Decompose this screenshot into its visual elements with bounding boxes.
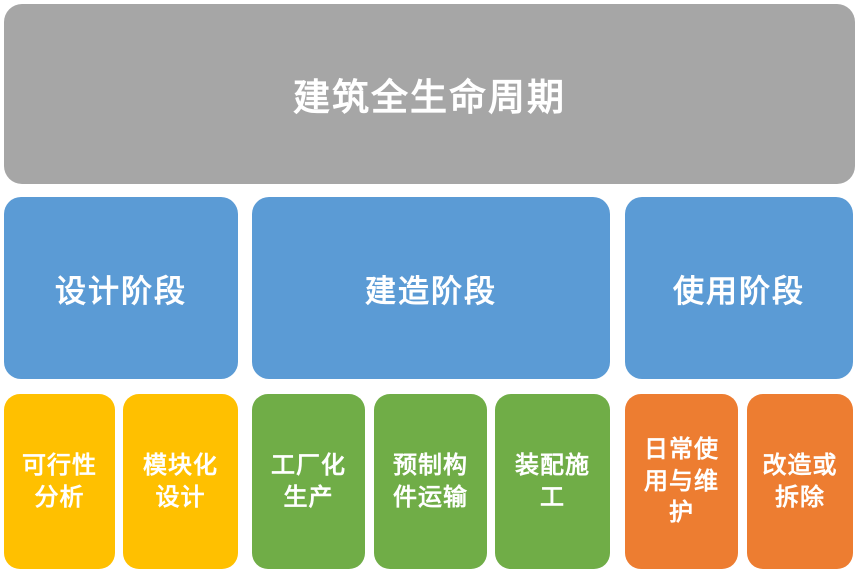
sub-label-renovation-demolition: 改造或拆除: [762, 451, 838, 511]
title-box: 建筑全生命周期: [4, 4, 855, 184]
sub-box-modular-design: 模块化设计: [123, 394, 238, 569]
diagram-title: 建筑全生命周期: [293, 77, 566, 118]
phase-label-design: 设计阶段: [55, 273, 187, 309]
sub-label-prefab-transport: 预制构件运输: [392, 451, 468, 511]
sub-box-feasibility-analysis: 可行性分析: [4, 394, 115, 569]
phase-box-construction: 建造阶段: [252, 197, 610, 379]
sub-box-factory-production: 工厂化生产: [252, 394, 365, 569]
phase-box-design: 设计阶段: [4, 197, 238, 379]
sub-label-factory-production: 工厂化生产: [270, 451, 346, 511]
phase-label-construction: 建造阶段: [365, 273, 497, 309]
sub-label-feasibility-analysis: 可行性分析: [21, 451, 97, 511]
phase-label-use: 使用阶段: [673, 273, 805, 309]
sub-box-renovation-demolition: 改造或拆除: [747, 394, 853, 569]
sub-label-modular-design: 模块化设计: [142, 451, 218, 511]
sub-label-daily-use-maintenance: 日常使用与维护: [643, 435, 719, 527]
phase-box-use: 使用阶段: [625, 197, 853, 379]
sub-box-prefab-transport: 预制构件运输: [374, 394, 487, 569]
sub-box-assembly-construction: 装配施工: [495, 394, 610, 569]
sub-label-assembly-construction: 装配施工: [514, 451, 590, 511]
sub-box-daily-use-maintenance: 日常使用与维护: [625, 394, 738, 569]
